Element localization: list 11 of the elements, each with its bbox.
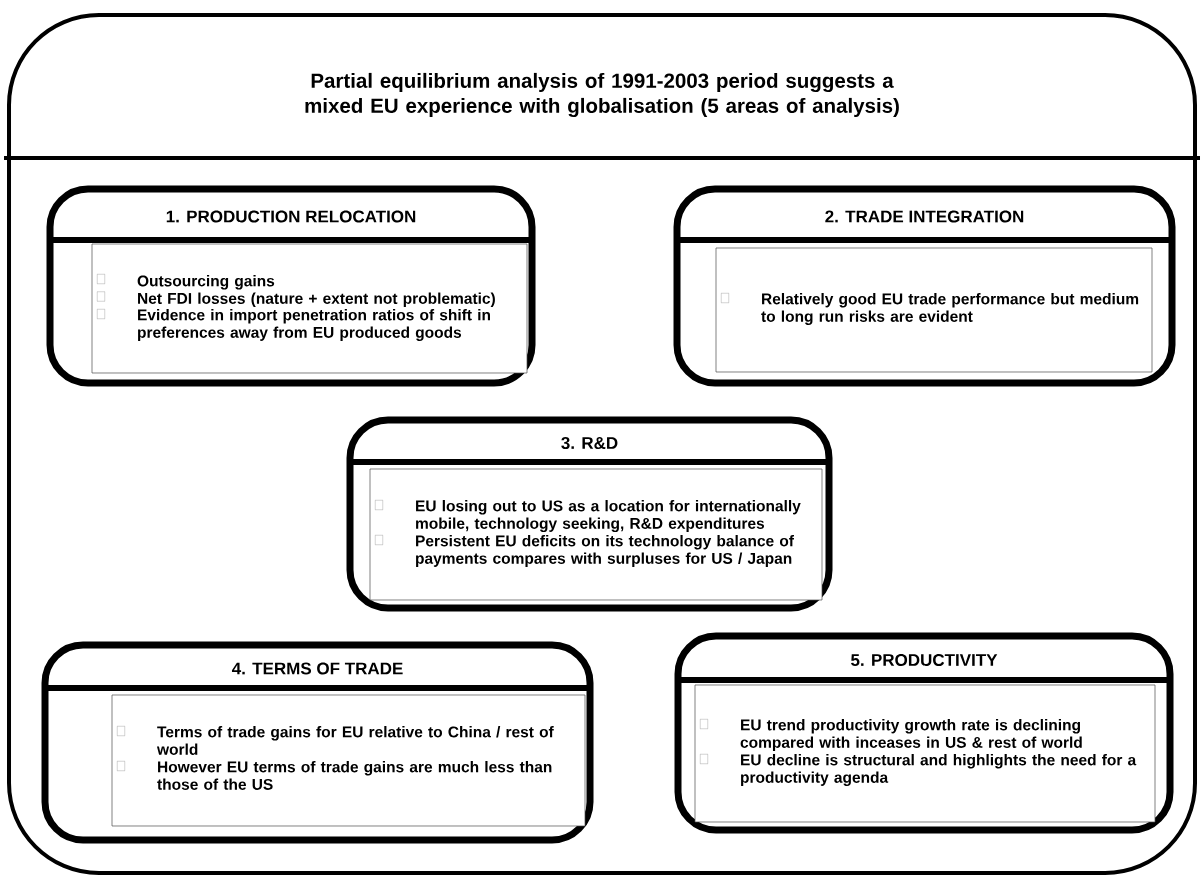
title: Partial equilibrium analysis of 1991-2003 period suggests a mixed EU experience with globalisation (5 areas of analysis) xyxy=(305,72,899,118)
list-box: EU trend productivity growth rate is declining compared with inceases in US & rest of world EU decline is structural and highlights the need for a productivity agenda xyxy=(694,684,1156,823)
heading: 5. PRODUCTIVITY xyxy=(851,654,998,666)
list-box: Outsourcing gains Net FDI losses (nature + extent not problematic) Evidence in import penetration ratios of shift in preferences away from EU produced goods xyxy=(91,243,528,374)
heading: 2. TRADE INTEGRATION xyxy=(825,210,1024,223)
heading: 1. PRODUCTION RELOCATION xyxy=(166,210,416,223)
list-box: EU losing out to US as a location for internationally mobile, technology seeking, R&D expenditures Persistent EU deficits on its technology balance of payments compares with surpluses for US / Japan xyxy=(369,468,823,601)
heading: 4. TERMS OF TRADE xyxy=(231,662,403,675)
list-box: Relatively good EU trade performance but medium to long run risks are evident xyxy=(715,247,1153,373)
list-box: Terms of trade gains for EU relative to China / rest of world However EU terms of trade gains are much less than those of the US xyxy=(111,694,586,827)
heading: 3. R&D xyxy=(561,436,618,450)
